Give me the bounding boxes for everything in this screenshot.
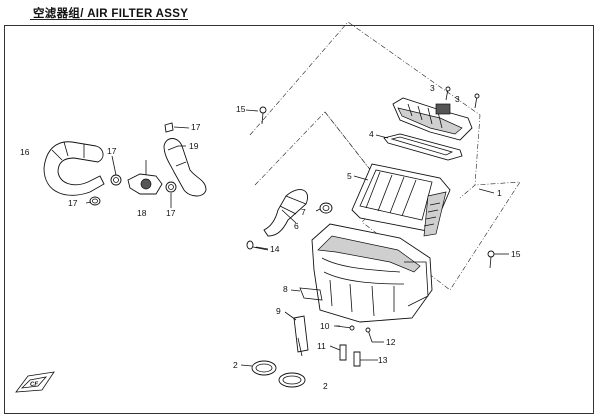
part-bolt-15-a — [259, 106, 267, 125]
brand-logo-text: CF — [30, 382, 38, 388]
part-hose-16 — [43, 141, 105, 196]
part-drain-tube — [293, 315, 309, 357]
part-clamp-ring — [319, 202, 333, 214]
part-top-cover — [392, 97, 473, 141]
assembly-boundary-top — [249, 21, 481, 199]
callout-8: 8 — [283, 284, 288, 294]
callout-4: 4 — [369, 129, 374, 139]
callout-17-d: 17 — [166, 208, 176, 218]
screw-3-a — [445, 86, 451, 101]
part-stud-12 — [365, 327, 373, 343]
screw-3-b — [474, 93, 480, 109]
callout-17-c: 17 — [191, 122, 201, 132]
part-stud-13 — [353, 351, 361, 367]
title-bar: 空滤器组/ AIR FILTER ASSY — [0, 0, 600, 22]
page-title: 空滤器组/ AIR FILTER ASSY — [33, 8, 189, 20]
part-hose-clamps — [251, 360, 306, 388]
part-hose-19 — [163, 138, 207, 197]
part-filter-element — [351, 163, 451, 237]
callout-19: 19 — [189, 141, 199, 151]
part-fastener-14 — [246, 240, 269, 251]
part-clamp-17-a — [110, 174, 122, 186]
leader-lines — [85, 109, 509, 367]
callout-3-b: 3 — [455, 94, 460, 104]
callout-2-b: 2 — [323, 381, 328, 391]
part-valve-18 — [127, 160, 163, 195]
callout-13: 13 — [378, 355, 388, 365]
part-drain-tab — [299, 287, 323, 301]
part-fastener-10 — [335, 325, 355, 331]
callout-6: 6 — [294, 221, 299, 231]
callout-16: 16 — [20, 147, 30, 157]
callout-2-a: 2 — [233, 360, 238, 370]
callout-18: 18 — [137, 208, 147, 218]
callout-1: 1 — [497, 188, 502, 198]
part-clamp-17-c — [164, 122, 174, 133]
callout-3-a: 3 — [430, 83, 435, 93]
callout-5: 5 — [347, 171, 352, 181]
diagram-frame — [4, 25, 594, 414]
part-clamp-17-b — [89, 196, 101, 206]
callout-11: 11 — [317, 341, 326, 351]
part-intake-duct — [263, 189, 308, 237]
callout-12: 12 — [386, 337, 396, 347]
part-clamp-17-d — [165, 181, 177, 193]
callout-9: 9 — [276, 306, 281, 316]
callout-10: 10 — [320, 321, 330, 331]
part-bolt-15-b — [487, 250, 495, 269]
callout-17-b: 17 — [68, 198, 78, 208]
callout-15-b: 15 — [511, 249, 521, 259]
part-air-box — [311, 223, 433, 323]
callout-17-a: 17 — [107, 146, 117, 156]
callout-14: 14 — [270, 244, 280, 254]
title-underline — [30, 19, 188, 20]
callout-7: 7 — [301, 207, 306, 217]
callout-15-a: 15 — [236, 104, 246, 114]
part-stud-11 — [339, 344, 347, 361]
part-gasket — [383, 133, 463, 161]
brand-logo: CF — [15, 371, 55, 393]
